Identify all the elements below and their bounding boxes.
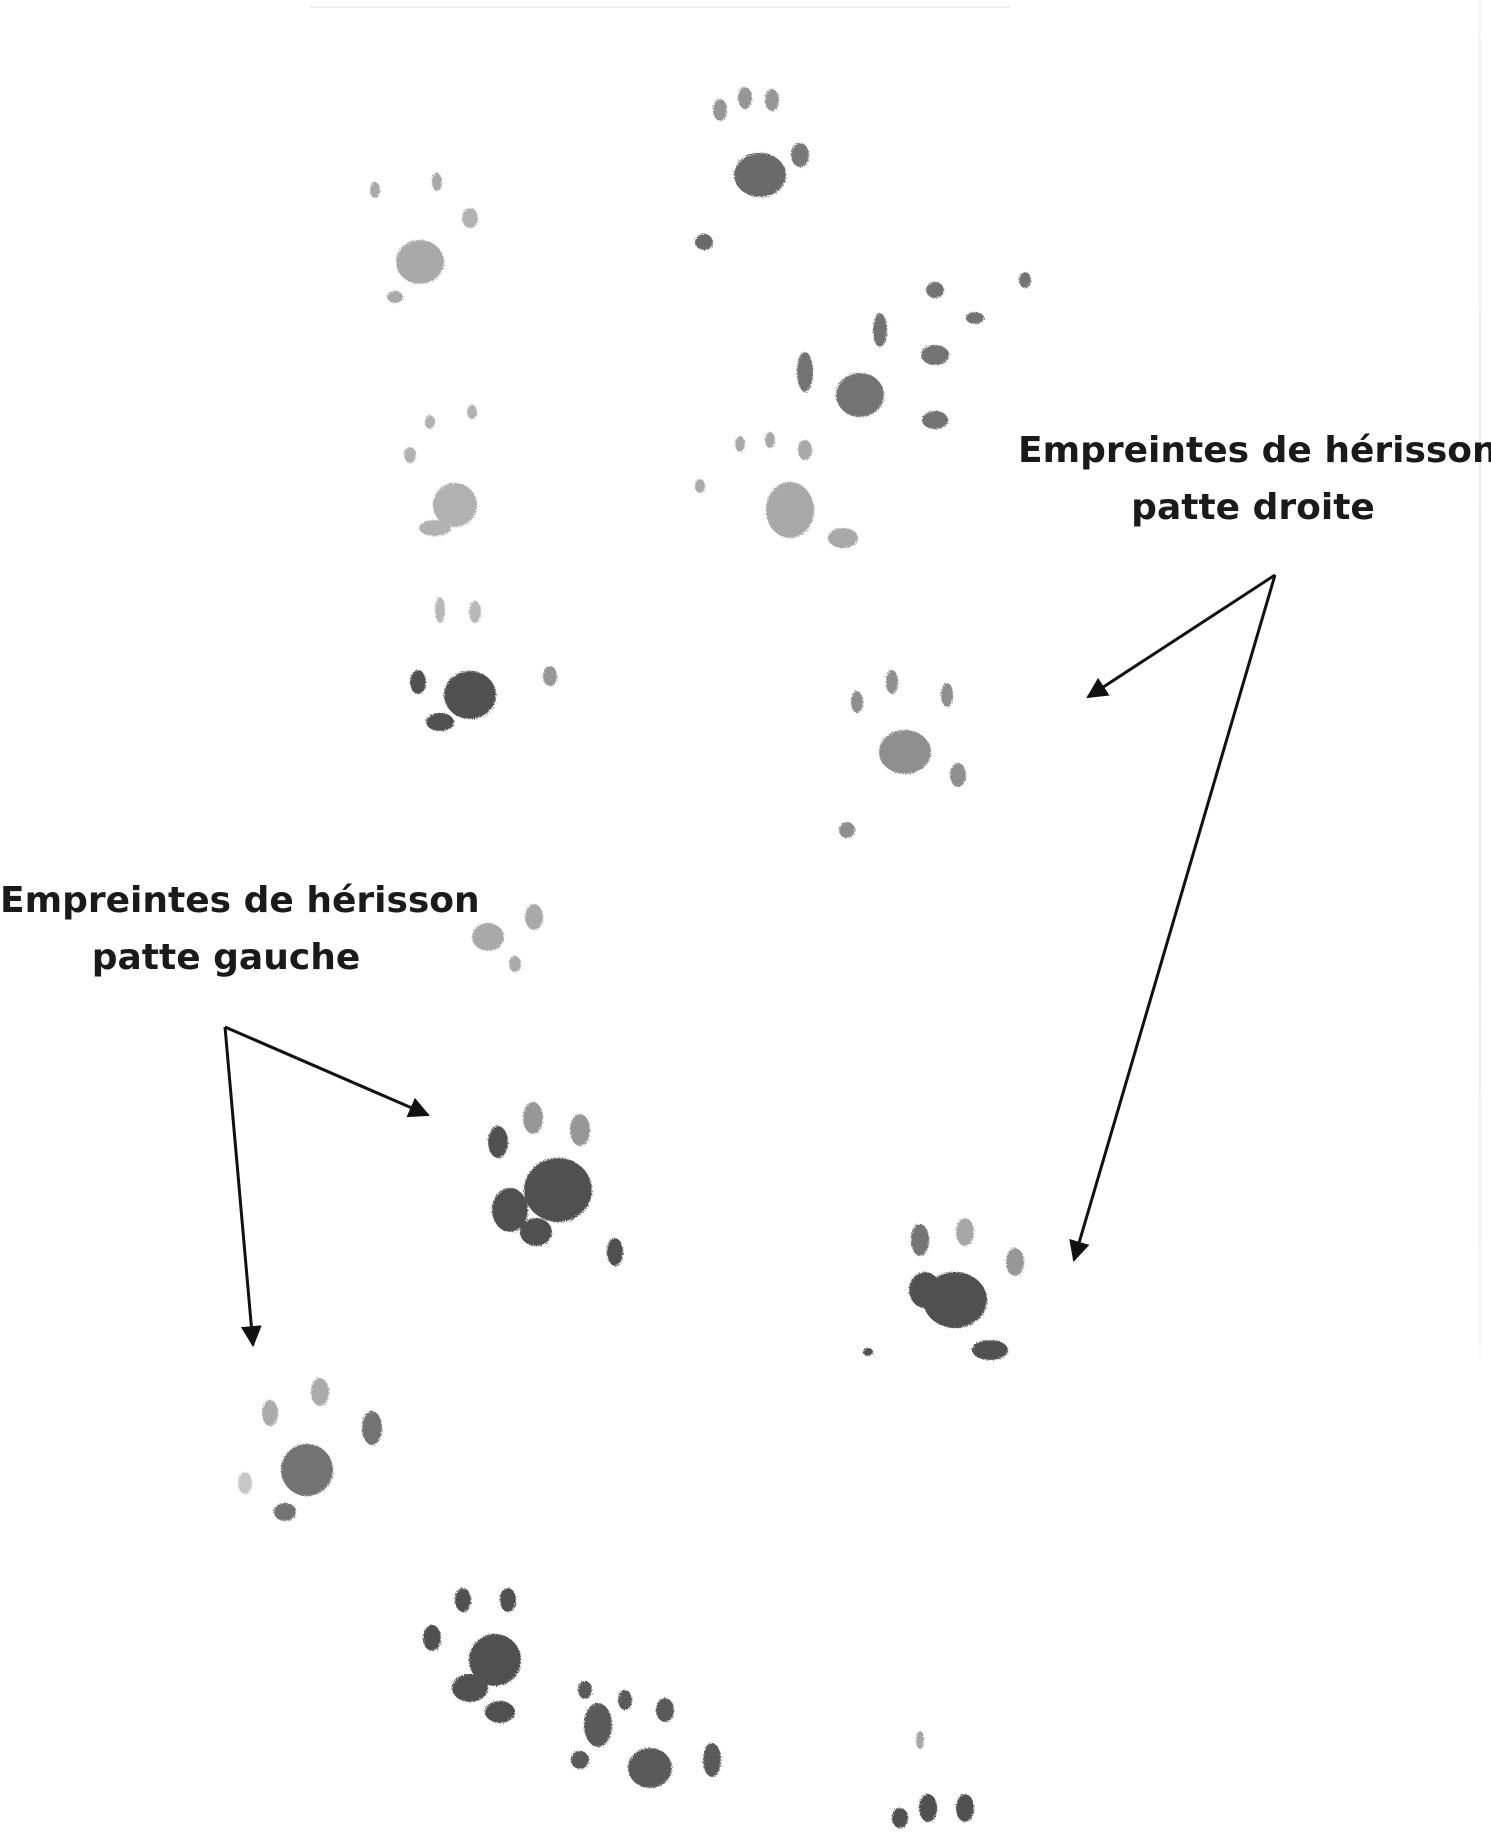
footprint bbox=[370, 173, 478, 303]
arrow-left-lower bbox=[225, 1027, 253, 1345]
label-right-line2: patte droite bbox=[1018, 479, 1488, 536]
arrow-right-upper bbox=[1088, 575, 1275, 697]
label-left-paw: Empreintes de hérisson patte gauche bbox=[0, 872, 452, 986]
label-right-paw: Empreintes de hérisson patte droite bbox=[1018, 422, 1488, 536]
arrow-left-upper bbox=[225, 1027, 428, 1115]
arrow-right-lower bbox=[1074, 575, 1275, 1260]
footprint bbox=[571, 1681, 721, 1788]
footprint bbox=[472, 904, 543, 972]
label-left-line1: Empreintes de hérisson bbox=[0, 872, 452, 929]
footprint bbox=[839, 670, 966, 838]
footprint bbox=[410, 597, 557, 731]
footprint bbox=[695, 87, 809, 250]
footprint bbox=[863, 1218, 1024, 1360]
footprint bbox=[695, 432, 858, 548]
label-left-line2: patte gauche bbox=[0, 929, 452, 986]
footprint bbox=[797, 272, 1031, 429]
footprint bbox=[488, 1102, 623, 1266]
footprint bbox=[238, 1378, 382, 1521]
footprint bbox=[892, 1731, 974, 1828]
label-right-line1: Empreintes de hérisson bbox=[1018, 422, 1488, 479]
footprint bbox=[404, 405, 477, 536]
footprint bbox=[423, 1588, 521, 1723]
